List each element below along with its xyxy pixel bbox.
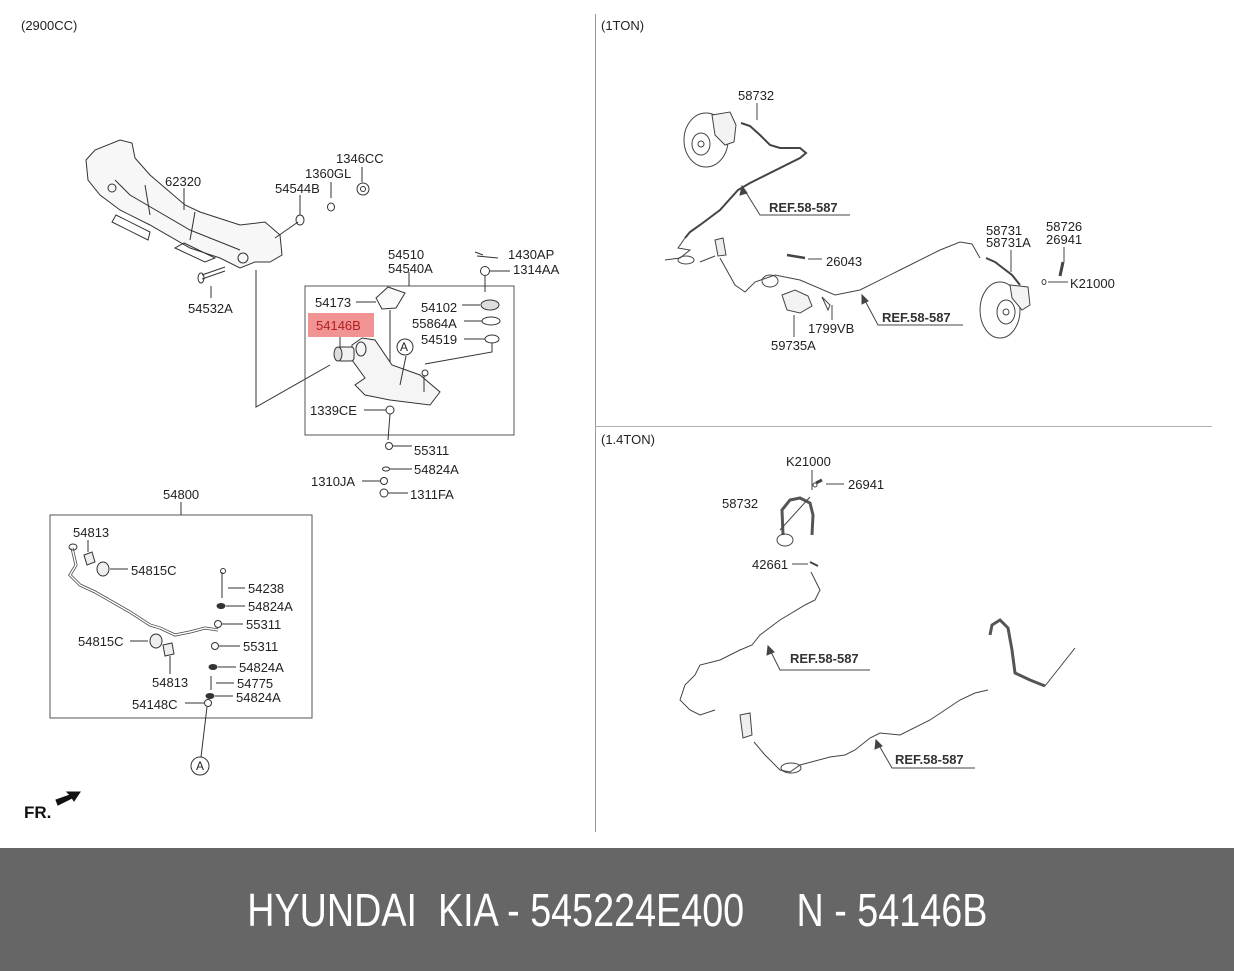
part-label[interactable]: 54815C xyxy=(131,563,177,578)
part-label[interactable]: 58726 xyxy=(1046,219,1083,234)
part-number-footer: HYUNDAI KIA - 545224E400 N - 54146B xyxy=(0,848,1234,971)
part-label[interactable]: 54824A xyxy=(414,462,459,477)
part-label[interactable]: 1314AA xyxy=(513,262,560,277)
part-label[interactable]: 42661 xyxy=(752,557,789,572)
part-label[interactable]: K21000 xyxy=(786,454,831,469)
part-label[interactable]: 54815C xyxy=(78,634,124,649)
part-label[interactable]: 54824A xyxy=(248,599,293,614)
reference-link[interactable]: REF.58-587 xyxy=(895,752,964,767)
part-label[interactable]: 58731 xyxy=(986,223,1023,238)
part-label[interactable]: 55311 xyxy=(243,639,279,654)
part-label[interactable]: 54510 xyxy=(388,247,425,262)
part-label[interactable]: 62320 xyxy=(165,174,202,189)
part-label[interactable]: 1799VB xyxy=(808,321,855,336)
highlighted-part-label[interactable]: 54146B xyxy=(316,318,361,333)
section-title-1-4ton: (1.4TON) xyxy=(601,432,655,447)
part-label[interactable]: 54824A xyxy=(239,660,284,675)
part-label[interactable]: 54532A xyxy=(188,301,233,316)
part-label[interactable]: 1430AP xyxy=(508,247,555,262)
reference-link[interactable]: REF.58-587 xyxy=(790,651,859,666)
callout-a: A xyxy=(196,759,205,773)
part-label[interactable]: 55311 xyxy=(414,443,450,458)
part-label[interactable]: 59735A xyxy=(771,338,816,353)
part-label[interactable]: 1346CC xyxy=(336,151,384,166)
part-label[interactable]: 1360GL xyxy=(305,166,352,181)
diagram-drawing xyxy=(49,103,1076,806)
section-title-1ton: (1TON) xyxy=(601,18,645,33)
part-label[interactable]: 1310JA xyxy=(311,474,356,489)
part-label[interactable]: 54813 xyxy=(73,525,110,540)
part-label[interactable]: 26941 xyxy=(848,477,885,492)
callout-a: A xyxy=(400,340,409,354)
part-label[interactable]: 55864A xyxy=(412,316,457,331)
part-label[interactable]: 58732 xyxy=(722,496,759,511)
part-label[interactable]: 54148C xyxy=(132,697,178,712)
section-title-2900cc: (2900CC) xyxy=(21,18,78,33)
part-label[interactable]: 54540A xyxy=(388,261,433,276)
part-label[interactable]: 58731A xyxy=(986,235,1031,250)
part-label[interactable]: 55311 xyxy=(246,617,282,632)
reference-link[interactable]: REF.58-587 xyxy=(882,310,951,325)
part-label[interactable]: 54544B xyxy=(275,181,320,196)
horizontal-divider xyxy=(595,426,1212,427)
part-label[interactable]: 1311FA xyxy=(410,487,454,502)
part-label[interactable]: 26941 xyxy=(1046,232,1083,247)
part-label[interactable]: 58732 xyxy=(738,88,775,103)
highlighted-part-box xyxy=(308,313,374,337)
part-label[interactable]: 54800 xyxy=(163,487,200,502)
part-label[interactable]: 54102 xyxy=(421,300,458,315)
part-label[interactable]: 54173 xyxy=(315,295,352,310)
parts-diagram-canvas: (2900CC) (1TON) (1.4TON) xyxy=(21,14,1212,832)
part-label[interactable]: 54824A xyxy=(236,690,281,705)
part-label[interactable]: 54519 xyxy=(421,332,458,347)
footer-part-text: HYUNDAI KIA - 545224E400 N - 54146B xyxy=(246,883,988,936)
part-label[interactable]: 54775 xyxy=(237,676,274,691)
reference-link[interactable]: REF.58-587 xyxy=(769,200,838,215)
part-label[interactable]: 54238 xyxy=(248,581,285,596)
part-label[interactable]: K21000 xyxy=(1070,276,1115,291)
front-direction-marker: FR. xyxy=(24,803,52,822)
part-label[interactable]: 1339CE xyxy=(310,403,357,418)
part-label[interactable]: 54813 xyxy=(152,675,189,690)
vertical-divider xyxy=(595,14,596,832)
part-label[interactable]: 26043 xyxy=(826,254,863,269)
